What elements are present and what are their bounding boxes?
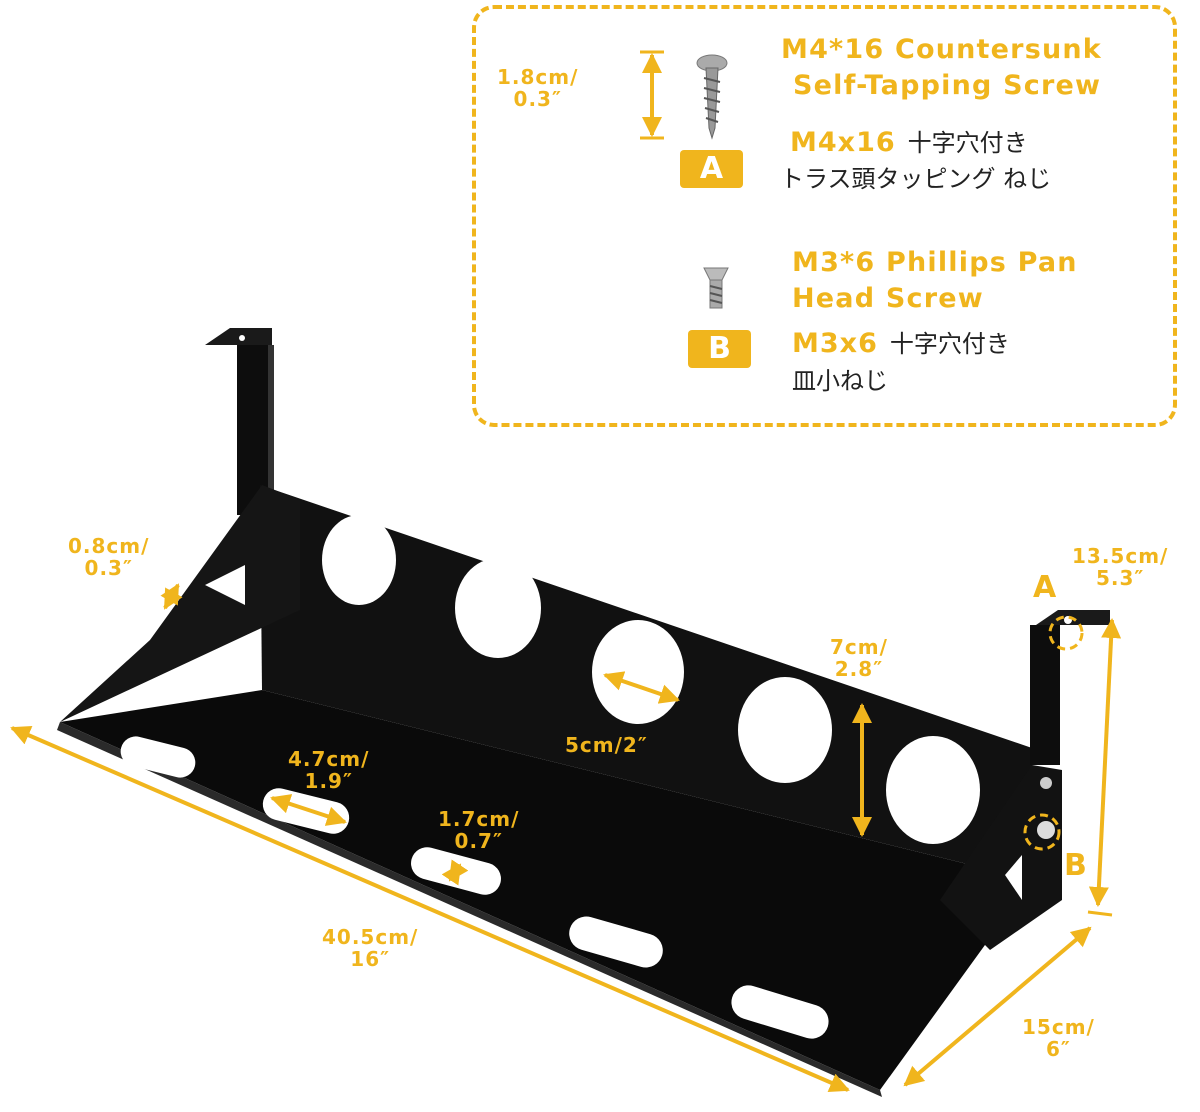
screw-a-icon: [696, 54, 728, 140]
cable-hole: [455, 558, 541, 658]
marker-b-circle: [1023, 813, 1061, 851]
marker-b-label: B: [1064, 848, 1087, 883]
screw-a-tag: A: [680, 150, 743, 188]
screw-a-name-en: M4*16 Countersunk Self-Tapping Screw: [781, 34, 1102, 101]
length-dimension-label: 40.5cm/ 16″: [322, 925, 419, 972]
depth-dimension-label: 15cm/ 6″: [1022, 1015, 1095, 1062]
height-arrow: [1088, 618, 1122, 907]
height-dimension-label: 13.5cm/ 5.3″: [1072, 544, 1169, 591]
screw-b-icon: [703, 267, 729, 309]
hole-dimension-label: 5cm/2″: [565, 733, 648, 757]
slot-width-dimension-label: 1.7cm/ 0.7″: [438, 807, 520, 854]
cable-hole: [322, 515, 396, 605]
marker-a-circle: [1048, 615, 1084, 651]
screw-b-tag: B: [688, 330, 751, 368]
wall-dimension-label: 7cm/ 2.8″: [830, 635, 888, 682]
screw-b-name-jp-line2: 皿小ねじ: [792, 367, 888, 395]
length-arrow: [10, 725, 850, 1093]
dimension-arrows: [10, 50, 1122, 1093]
flange-arrow: [160, 583, 183, 610]
cable-hole: [592, 620, 684, 724]
cable-hole: [886, 736, 980, 844]
cable-hole: [738, 677, 832, 783]
slot-length-dimension-label: 4.7cm/ 1.9″: [288, 747, 370, 794]
screw-a-name-jp-line2: トラス頭タッピング ねじ: [780, 165, 1052, 193]
depth-arrow: [903, 926, 1092, 1087]
parts-legend-box: [472, 5, 1177, 427]
screw-b-name-en: M3*6 Phillips Pan Head Screw: [792, 247, 1078, 314]
marker-a-label: A: [1033, 570, 1057, 605]
screw-a-dimension-label: 1.8cm/ 0.3″: [497, 65, 579, 112]
hole-diameter-arrow: [603, 671, 680, 704]
flange-dimension-label: 0.8cm/ 0.3″: [68, 534, 150, 581]
